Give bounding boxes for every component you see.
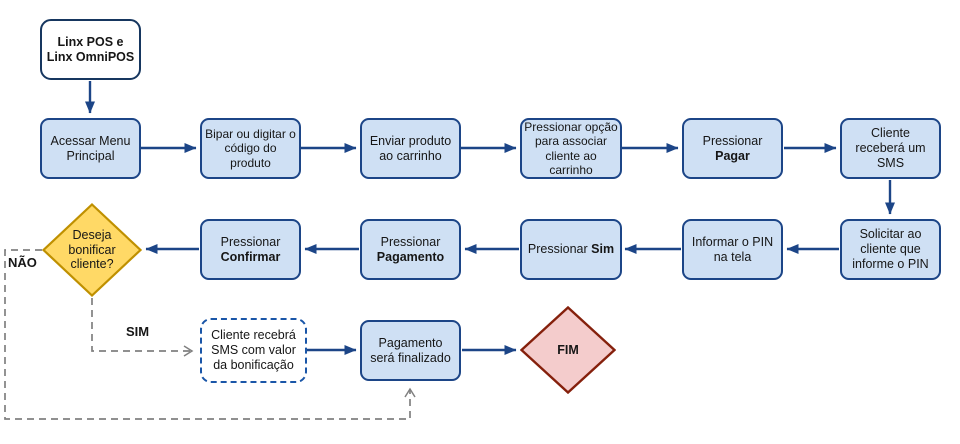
node-label: Pressionar Sim — [527, 242, 615, 257]
node-label: Informar o PIN na tela — [691, 234, 774, 264]
node-fim: FIM — [520, 306, 616, 394]
node-pressionar-pagamento: Pressionar Pagamento — [360, 219, 461, 280]
node-label: Cliente recebrá SMS com valor da bonific… — [211, 328, 296, 372]
node-label: FIM — [557, 342, 579, 357]
edge-label-nao: NÃO — [8, 255, 37, 270]
node-label: Deseja bonificar cliente? — [68, 227, 116, 272]
node-label: Pagamento será finalizado — [370, 335, 451, 365]
node-solicitar-pin: Solicitar ao cliente que informe o PIN — [840, 219, 941, 280]
node-decisao-bonificar: Deseja bonificar cliente? — [42, 203, 142, 297]
node-pressionar-sim: Pressionar Sim — [520, 219, 622, 280]
node-sms-bonificacao: Cliente recebrá SMS com valor da bonific… — [200, 318, 307, 383]
node-label: Solicitar ao cliente que informe o PIN — [852, 227, 929, 271]
node-label: Pressionar Pagamento — [376, 234, 445, 264]
node-pressionar-confirmar: Pressionar Confirmar — [200, 219, 301, 280]
node-pressionar-pagar: Pressionar Pagar — [682, 118, 783, 179]
node-label: Acessar Menu Principal — [50, 133, 131, 163]
decision-diamond-shape — [42, 203, 142, 297]
node-label: Pressionar Confirmar — [220, 234, 281, 264]
end-diamond-shape — [520, 306, 616, 394]
node-acessar-menu: Acessar Menu Principal — [40, 118, 141, 179]
node-informar-pin: Informar o PIN na tela — [682, 219, 783, 280]
node-pagamento-finalizado: Pagamento será finalizado — [360, 320, 461, 381]
node-label: Pressionar opção para associar cliente a… — [524, 120, 618, 177]
node-enviar-carrinho: Enviar produto ao carrinho — [360, 118, 461, 179]
dashed-path-sim — [91, 298, 194, 357]
edge-label-sim: SIM — [126, 324, 150, 339]
node-label: Pressionar Pagar — [702, 133, 763, 163]
node-associar-cliente: Pressionar opção para associar cliente a… — [520, 118, 622, 179]
node-label: Bipar ou digitar o código do produto — [205, 127, 296, 170]
node-label: Enviar produto ao carrinho — [369, 133, 452, 163]
node-cliente-sms: Cliente receberá um SMS — [840, 118, 941, 179]
node-label: Linx POS e Linx OmniPOS — [46, 34, 135, 64]
dashed-path-nao — [4, 249, 416, 420]
node-bipar-codigo: Bipar ou digitar o código do produto — [200, 118, 301, 179]
node-start-linx-pos: Linx POS e Linx OmniPOS — [40, 19, 141, 80]
node-label: Cliente receberá um SMS — [855, 126, 926, 170]
